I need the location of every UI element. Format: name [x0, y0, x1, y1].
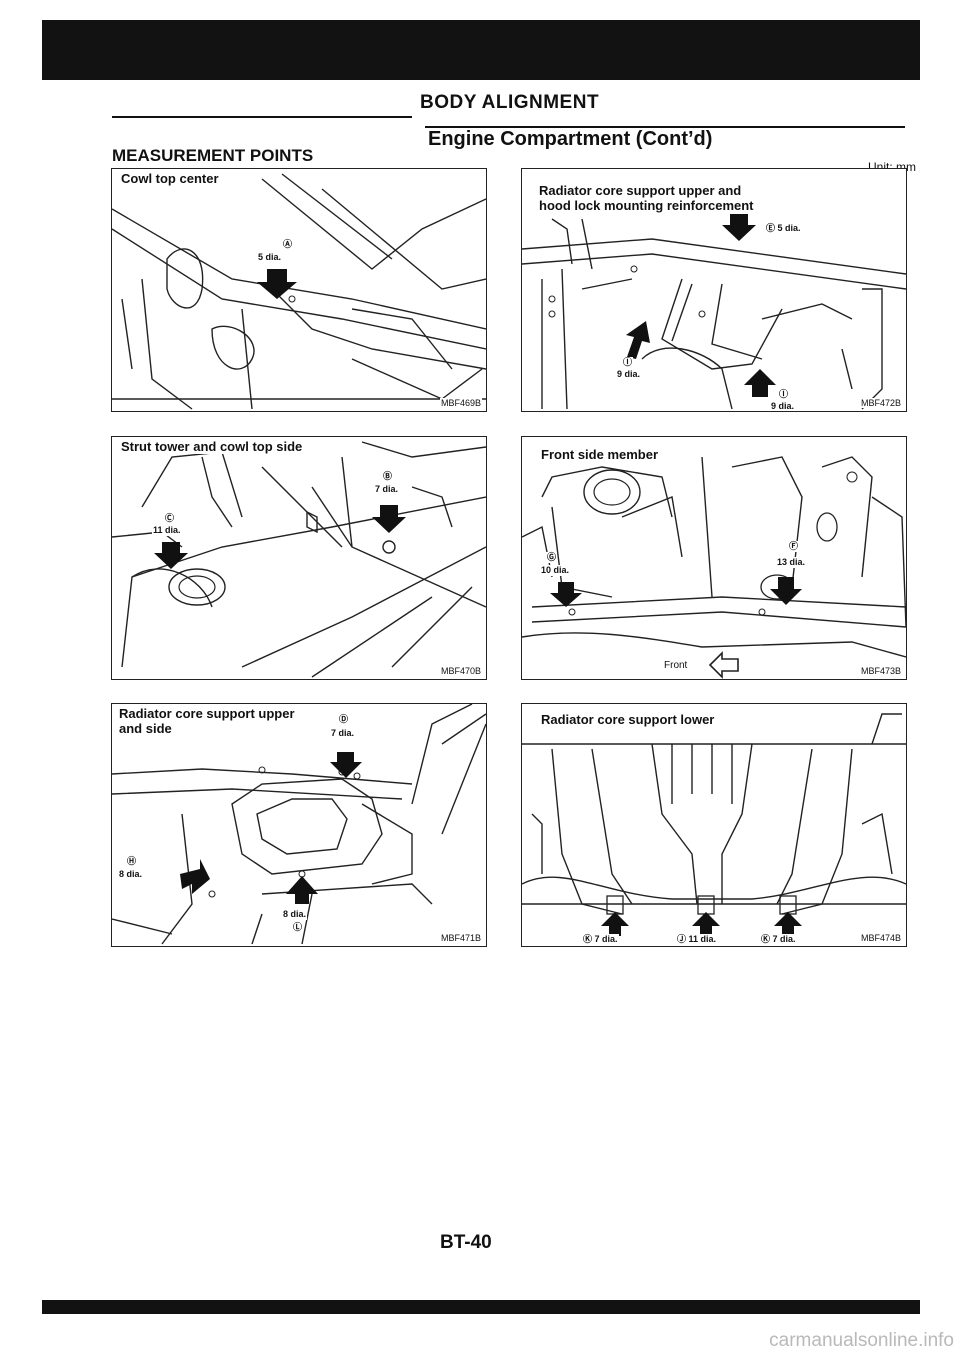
cowl-top-center-illustration — [112, 173, 486, 410]
page-number: BT-40 — [440, 1232, 492, 1253]
callout-o: Ⓘ — [778, 389, 790, 400]
bottom-black-bar — [42, 1300, 920, 1314]
radiator-core-hood-lock-illustration — [522, 214, 906, 410]
figure-code: MBF470B — [439, 666, 482, 676]
arrow-up-icon — [774, 912, 802, 936]
panel-radiator-core-lower: Radiator core support lower Ⓚ 7 dia. Ⓙ 1… — [521, 703, 907, 947]
arrow-down-icon — [722, 214, 756, 241]
radiator-core-upper-side-illustration — [112, 704, 486, 945]
callout-d-dia: 7 dia. — [330, 728, 356, 739]
arrow-up-icon — [286, 876, 318, 904]
page-subtitle: Engine Compartment (Cont’d) — [428, 128, 713, 150]
callout-h: Ⓗ — [126, 856, 138, 867]
figure-code: MBF471B — [439, 933, 482, 943]
panel-front-side-member: Front side member Ⓖ 10 dia. Ⓕ 13 dia. Fr… — [521, 436, 907, 680]
top-black-bar — [42, 20, 920, 80]
callout-c: Ⓒ — [164, 513, 176, 524]
title-rule — [112, 116, 412, 118]
callout-g-dia: 10 dia. — [540, 565, 571, 576]
panel-cowl-top-center: Cowl top center Ⓐ 5 dia. MBF469B — [111, 168, 487, 412]
callout-e: Ⓔ 5 dia. — [765, 223, 802, 234]
watermark: carmanualsonline.info — [769, 1330, 954, 1351]
arrow-left-icon — [708, 651, 739, 679]
front-label: Front — [664, 660, 688, 671]
panel-label: Radiator core support lower — [538, 712, 718, 727]
section-heading: MEASUREMENT POINTS — [112, 146, 314, 165]
callout-l: Ⓛ — [292, 922, 304, 933]
arrow-down-icon — [770, 577, 802, 605]
arrow-down-icon — [330, 752, 362, 778]
arrow-right-icon — [180, 859, 210, 894]
callout-h-dia: 8 dia. — [118, 869, 144, 880]
figure-code: MBF469B — [439, 398, 482, 408]
panel-label: Front side member — [538, 447, 662, 462]
arrow-up-icon — [692, 912, 720, 936]
callout-i-dia: 9 dia. — [616, 369, 642, 380]
callout-d: Ⓓ — [338, 714, 350, 725]
panel-radiator-core-upper-side: Radiator core support upper and side Ⓓ 7… — [111, 703, 487, 947]
figure-code: MBF473B — [859, 666, 902, 676]
figure-code: MBF474B — [859, 933, 902, 943]
panel-label-line2: hood lock mounting reinforcement — [536, 198, 757, 213]
panel-label-line1: Radiator core support upper and — [536, 183, 745, 198]
callout-c-dia: 11 dia. — [152, 525, 182, 536]
callout-l-dia: 8 dia. — [282, 909, 308, 920]
subtitle-rule — [425, 126, 905, 128]
panel-label: Strut tower and cowl top side — [118, 439, 306, 454]
callout-k-right: Ⓚ 7 dia. — [760, 934, 797, 945]
panel-label: Cowl top center — [118, 171, 222, 186]
arrow-up-icon — [601, 912, 629, 936]
callout-j: Ⓙ 11 dia. — [676, 934, 718, 945]
arrow-down-icon — [257, 269, 297, 299]
callout-f-dia: 13 dia. — [776, 557, 807, 568]
callout-a: Ⓐ — [282, 239, 294, 250]
panel-label-line2: and side — [116, 721, 175, 736]
arrow-down-icon — [372, 505, 406, 533]
callout-o-dia: 9 dia. — [770, 401, 796, 411]
radiator-core-lower-illustration — [522, 713, 906, 936]
callout-k-left: Ⓚ 7 dia. — [582, 934, 619, 945]
arrow-down-icon — [154, 542, 188, 569]
panel-radiator-core-hood-lock: Radiator core support upper and hood loc… — [521, 168, 907, 412]
callout-g: Ⓖ — [546, 552, 558, 563]
callout-b-dia: 7 dia. — [374, 484, 400, 495]
page-title: BODY ALIGNMENT — [420, 92, 600, 113]
figure-code: MBF472B — [859, 398, 902, 408]
panel-strut-tower: Strut tower and cowl top side Ⓑ 7 dia. Ⓒ… — [111, 436, 487, 680]
front-side-member-illustration — [522, 456, 906, 679]
arrow-up-icon — [744, 369, 776, 397]
arrow-up-icon — [626, 321, 650, 359]
callout-f: Ⓕ — [788, 541, 800, 552]
callout-b: Ⓑ — [382, 471, 394, 482]
arrow-down-icon — [550, 582, 582, 607]
callout-a-dia: 5 dia. — [257, 252, 283, 263]
panel-label-line1: Radiator core support upper — [116, 706, 298, 721]
callout-i: Ⓘ — [622, 357, 634, 368]
strut-tower-illustration — [112, 441, 486, 678]
